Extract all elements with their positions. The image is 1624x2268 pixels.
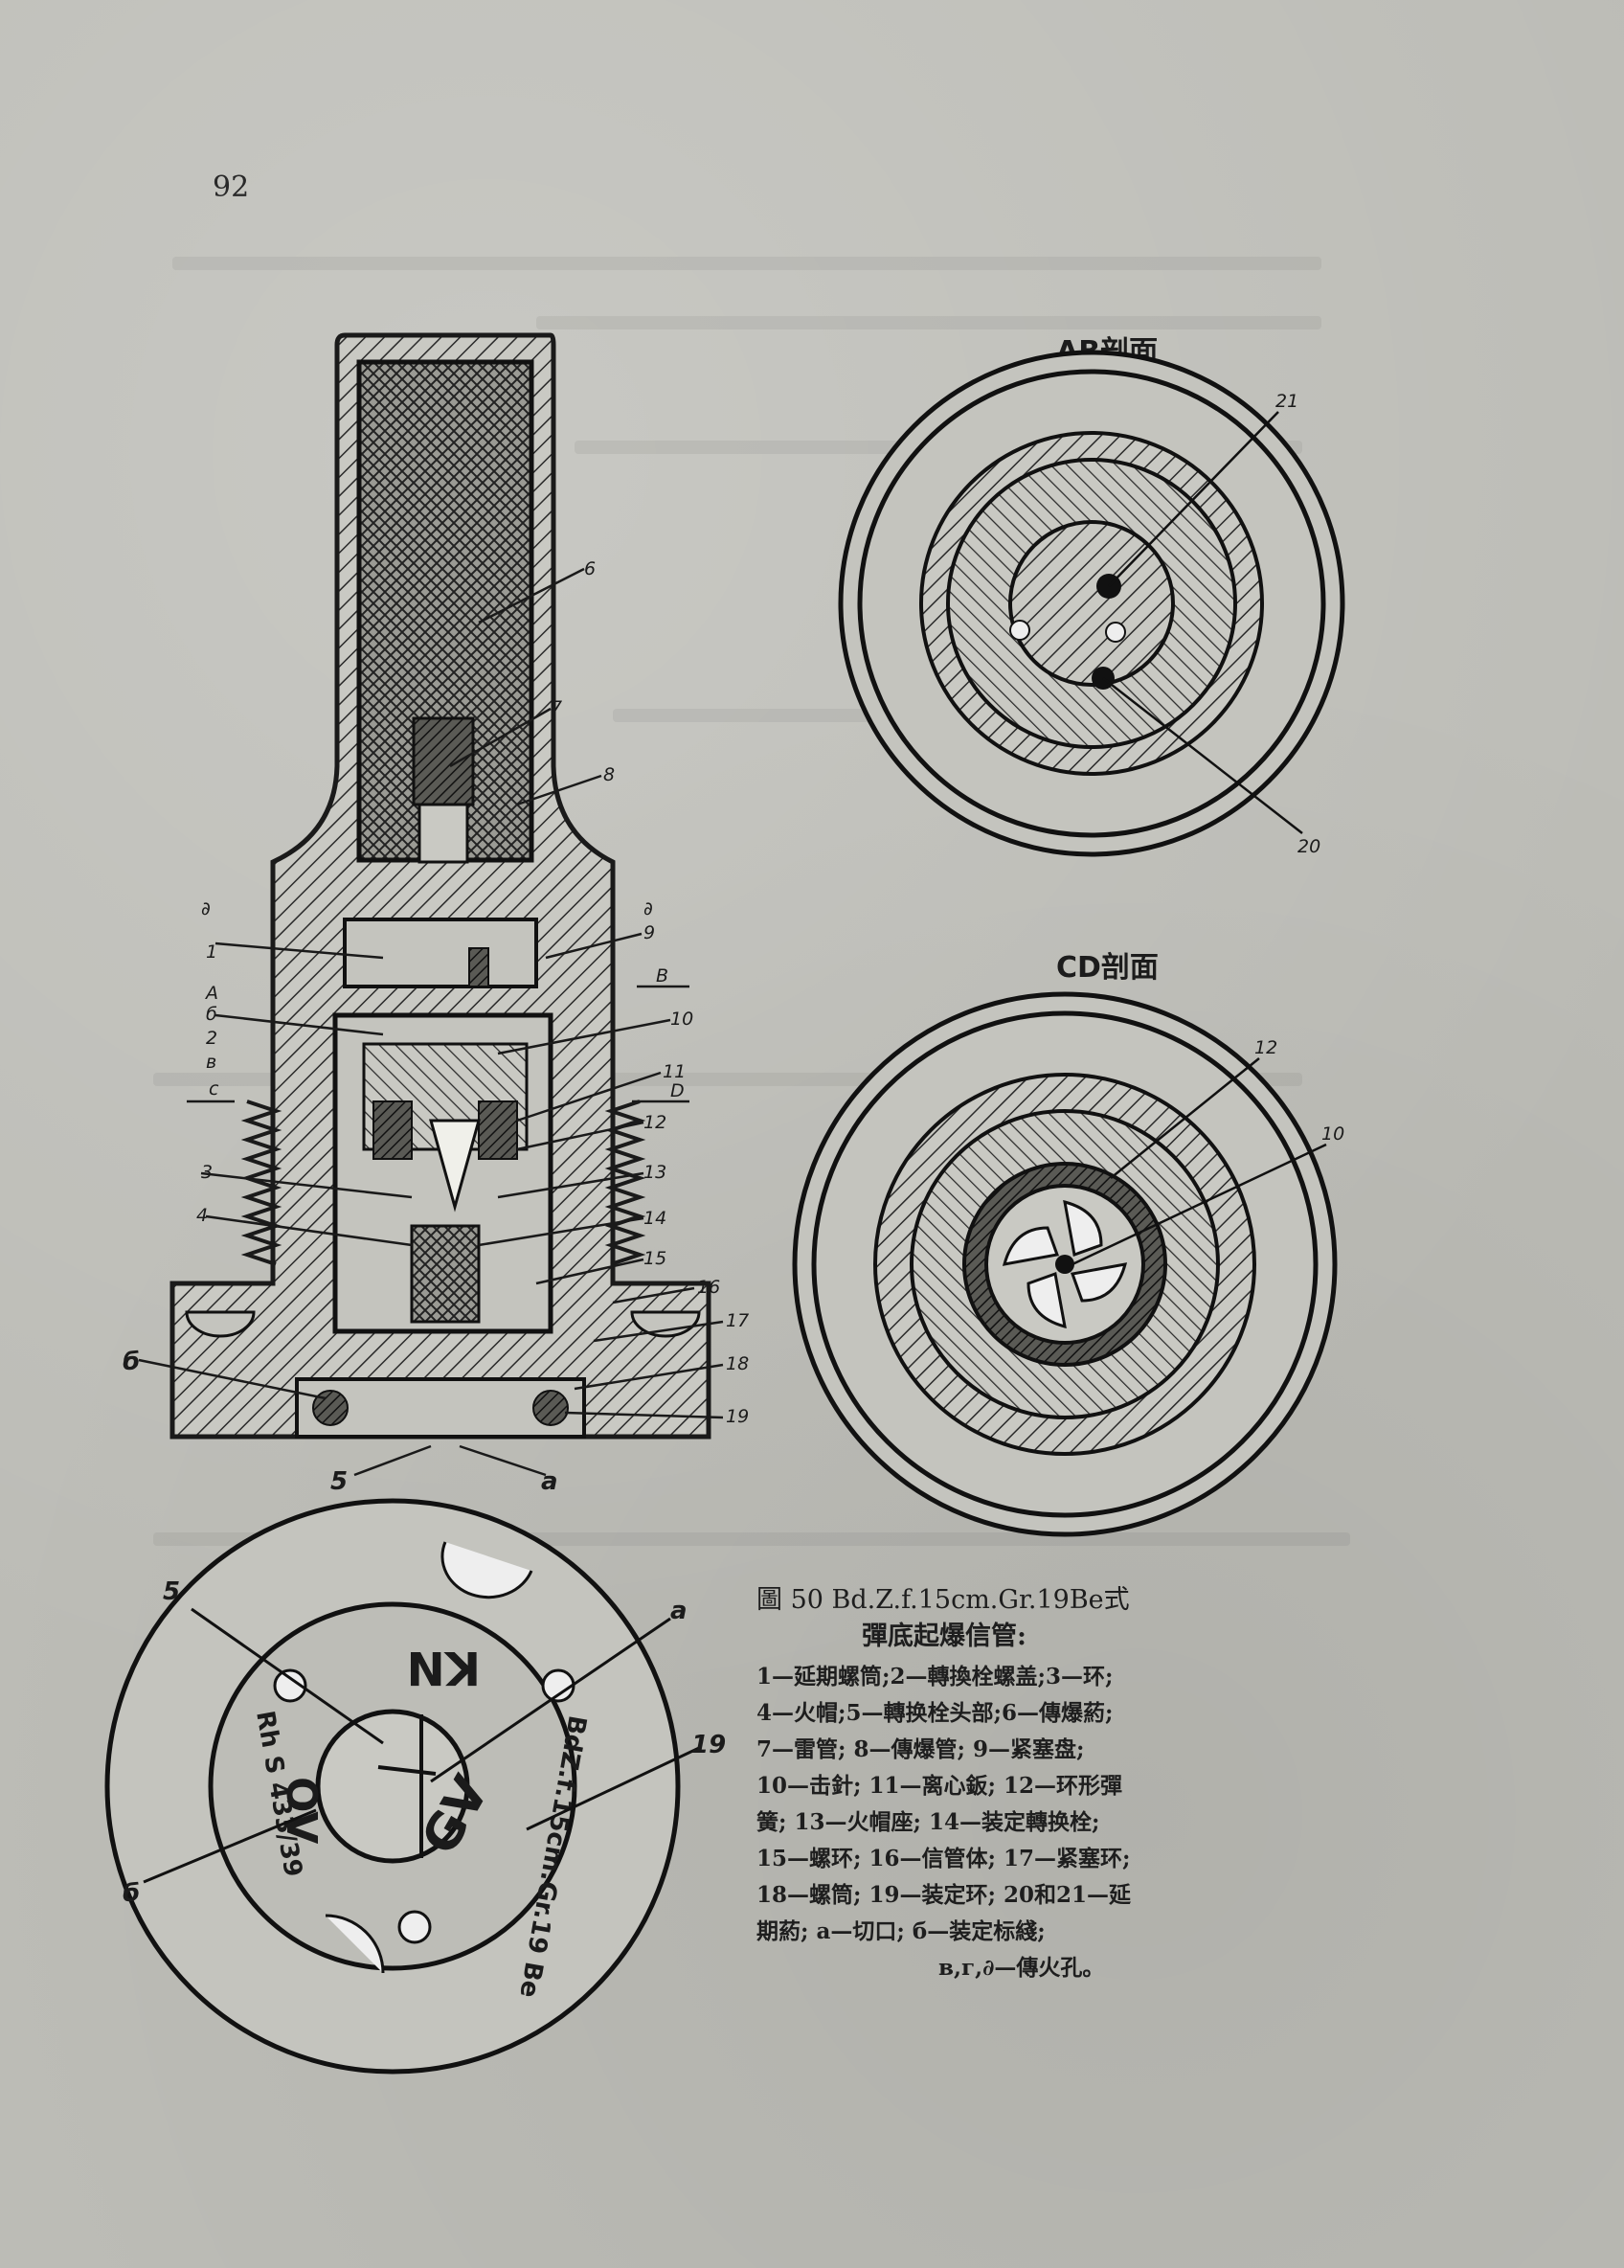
fuze-body-outline	[169, 332, 711, 1440]
plate-label-5: 5	[163, 1577, 180, 1606]
label-13: 13	[643, 1162, 666, 1183]
label-8: 8	[603, 764, 615, 785]
label-1: 1	[206, 941, 217, 963]
label-c: c	[209, 1078, 219, 1100]
spring-segments	[1002, 1199, 1128, 1329]
legend-line: 18—螺筒; 19—装定环; 20和21—延	[756, 1882, 1132, 1908]
legend-line: 期葯; a—切口; б—装定标綫;	[756, 1918, 1046, 1944]
spring-left	[372, 1100, 413, 1160]
thread-left	[240, 1100, 282, 1266]
label-19: 19	[726, 1406, 749, 1427]
cd-section-title: CD剖面	[1056, 951, 1159, 985]
label-14: 14	[643, 1208, 666, 1229]
label-12: 12	[643, 1112, 666, 1133]
ab-label-20: 20	[1297, 836, 1320, 857]
legend-line: 15—螺环; 16—信管体; 17—紧塞环;	[756, 1846, 1131, 1871]
cd-label-12: 12	[1254, 1037, 1277, 1058]
marking-ov: OV	[277, 1777, 326, 1844]
label-6: 6	[584, 558, 596, 579]
legend-line: 簧; 13—火帽座; 14—装定轉换栓;	[756, 1809, 1100, 1835]
label-18: 18	[726, 1353, 749, 1374]
label-15: 15	[643, 1248, 666, 1269]
seal-ring-right	[532, 1390, 569, 1426]
label-A: A	[204, 983, 218, 1004]
caption-subtitle: 彈底起爆信管:	[862, 1622, 1026, 1651]
label-10: 10	[670, 1009, 693, 1030]
legend-line: в,г,∂—傳火孔。	[938, 1955, 1105, 1981]
flash-hole	[1105, 622, 1126, 643]
detonator-holder	[417, 803, 469, 864]
label-2: 2	[206, 1028, 217, 1049]
label-d: ∂	[201, 898, 211, 919]
groove-right	[630, 1310, 701, 1338]
label-11: 11	[663, 1061, 686, 1082]
label-D: D	[670, 1080, 685, 1101]
label-a: a	[541, 1467, 558, 1496]
groove-left	[185, 1310, 256, 1338]
marking-kn: KN	[407, 1641, 481, 1694]
screw-head	[273, 1668, 307, 1703]
legend-line: 1—延期螺筒;2—轉換栓螺盖;3—环;	[756, 1664, 1114, 1690]
firing-pin-center	[1055, 1255, 1074, 1274]
label-B: B	[656, 965, 668, 987]
spring-right	[478, 1100, 518, 1160]
label-dd: ∂	[643, 898, 653, 919]
bleed-through-line	[536, 316, 1321, 329]
figure-caption: 圖 50 Bd.Z.f.15cm.Gr.19Be式 彈底起爆信管: 1—延期螺筒…	[756, 1582, 1293, 1986]
leader-lines	[138, 567, 724, 1477]
label-2b: б	[206, 1004, 217, 1025]
seal-ring-left	[312, 1390, 349, 1426]
caption-title: 圖 50 Bd.Z.f.15cm.Gr.19Be式	[756, 1585, 1130, 1615]
fuze-cross-section: 6 7 8 9 10 11 12 13 14 15 16 17 18 19 1 …	[123, 332, 749, 1496]
parts-legend: 1—延期螺筒;2—轉換栓螺盖;3—环; 4—火帽;5—轉换栓头部;6—傳爆葯; …	[756, 1659, 1293, 1986]
plate-label-19: 19	[691, 1731, 726, 1759]
plate-label-a: a	[670, 1597, 688, 1625]
legend-line: 4—火帽;5—轉换栓头部;6—傳爆葯;	[756, 1700, 1114, 1726]
label-3: 3	[201, 1162, 213, 1183]
label-17: 17	[726, 1310, 749, 1331]
cd-label-10: 10	[1321, 1123, 1344, 1145]
base-plate-drawing: KN OV GV Rh S 433/39 BdZ.f.15cm.Gr.19 Be…	[104, 1498, 726, 2075]
primer-seat	[410, 1224, 481, 1324]
plate-label-b: б	[123, 1879, 140, 1908]
page-number: 92	[213, 170, 250, 204]
legend-line: 10—击針; 11—离心鈑; 12—环形彈	[756, 1773, 1123, 1799]
label-b: б	[123, 1348, 140, 1376]
flash-hole	[1009, 620, 1030, 641]
label-16: 16	[697, 1277, 720, 1298]
bleed-through-line	[172, 257, 1321, 270]
ab-section-drawing: 21 20	[838, 350, 1345, 857]
firing-pin	[429, 1119, 481, 1213]
detonator	[412, 716, 475, 806]
label-4: 4	[196, 1205, 208, 1226]
label-7: 7	[551, 697, 562, 718]
label-5: 5	[330, 1467, 348, 1496]
legend-line: 7—雷管; 8—傳爆管; 9—紧塞盘;	[756, 1736, 1085, 1762]
cd-section-drawing: 12 10	[792, 991, 1344, 1537]
ab-label-21: 21	[1275, 391, 1298, 412]
delay-screw	[343, 918, 538, 988]
label-9: 9	[643, 922, 655, 943]
screw-head	[397, 1910, 432, 1944]
delay-pellet	[468, 947, 489, 987]
label-v: в	[206, 1052, 216, 1073]
